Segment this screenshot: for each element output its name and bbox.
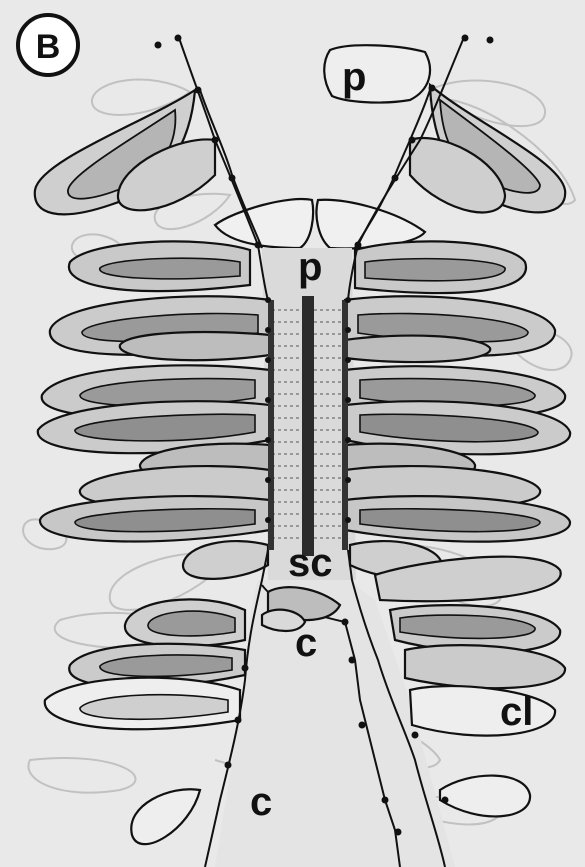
lateral-element-left [268, 300, 274, 550]
lateral-element-right [342, 300, 348, 550]
loop-left-5 [120, 332, 270, 360]
panel-letter: B [18, 15, 78, 75]
label-sc: sc [288, 541, 333, 585]
label-p-mid: p [298, 245, 322, 289]
central-element [302, 296, 314, 556]
loop-right-5 [345, 336, 490, 362]
label-cl: cl [500, 690, 533, 734]
pairing-blob-top [324, 45, 430, 102]
label-p-top: p [342, 55, 366, 99]
label-c-upper: c [295, 621, 317, 665]
label-c-lower: c [250, 780, 272, 824]
panel-letter-text: B [36, 28, 61, 66]
